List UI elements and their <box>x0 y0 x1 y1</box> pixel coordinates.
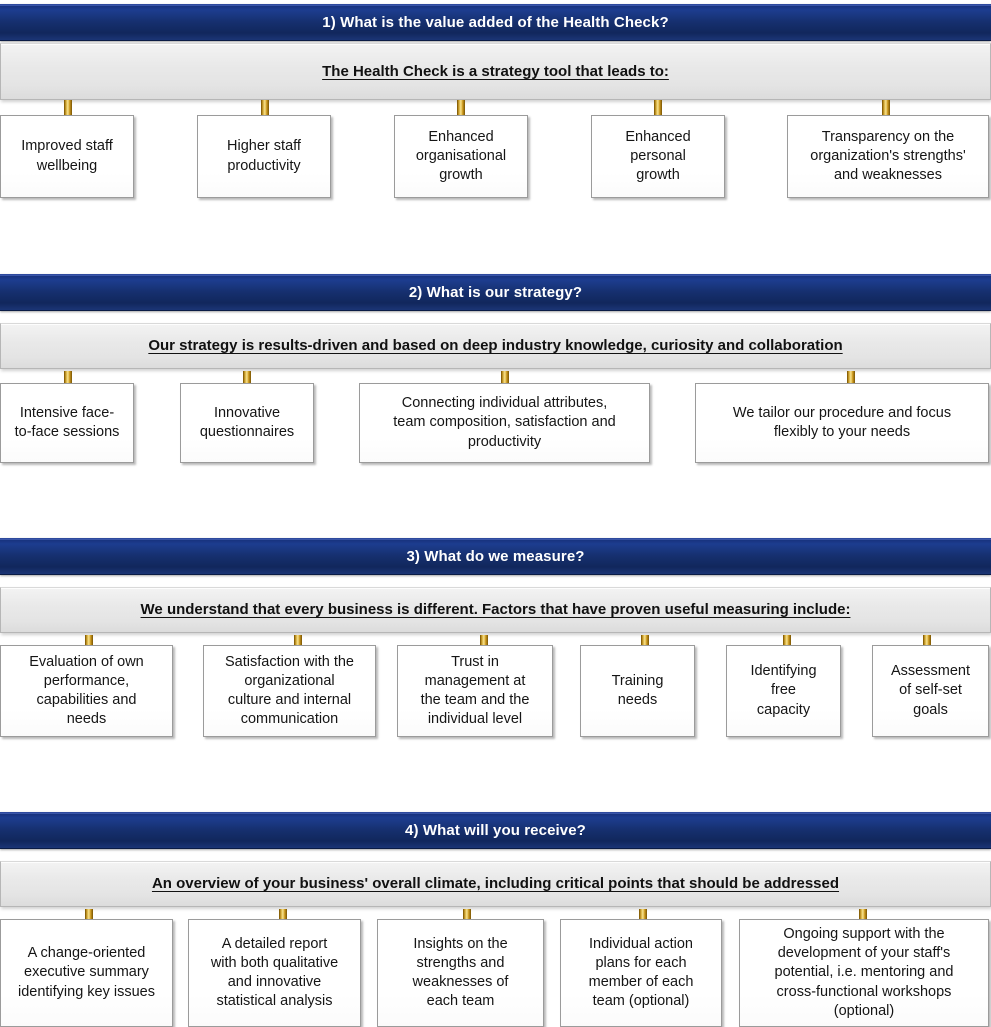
section-value-added: 1) What is the value added of the Health… <box>0 4 991 198</box>
measure-box[interactable]: Satisfaction with the organizational cul… <box>203 645 376 737</box>
measure-box-text: Satisfaction with the organizational cul… <box>225 653 354 728</box>
outcome-box-text: Improved staff wellbeing <box>21 138 113 174</box>
deliverable-box-text: A change-oriented executive summary iden… <box>17 945 155 1000</box>
strategy-box[interactable]: Innovative questionnaires <box>180 383 314 463</box>
section-4-subtitle-band: An overview of your business' overall cl… <box>0 861 991 907</box>
measure-box-text: Identifying free capacity <box>750 663 817 718</box>
section-receive: 4) What will you receive? An overview of… <box>0 812 991 1027</box>
measure-box[interactable]: Assessment of self-set goals <box>872 645 989 737</box>
measure-box-text: Evaluation of own performance, capabilit… <box>29 653 144 728</box>
deliverable-box-text: Ongoing support with the development of … <box>774 926 954 1019</box>
section-2-title: 2) What is our strategy? <box>408 284 583 301</box>
section-strategy: 2) What is our strategy? Our strategy is… <box>0 274 991 463</box>
measure-box[interactable]: Trust in management at the team and the … <box>397 645 553 737</box>
section-2-subtitle: Our strategy is results-driven and based… <box>148 337 843 355</box>
section-2-title-bar: 2) What is our strategy? <box>0 274 991 311</box>
deliverable-box-text: A detailed report with both qualitative … <box>210 935 339 1010</box>
measure-box-text: Trust in management at the team and the … <box>420 653 530 728</box>
section-4-subtitle: An overview of your business' overall cl… <box>151 875 840 893</box>
strategy-box[interactable]: We tailor our procedure and focus flexib… <box>695 383 989 463</box>
outcome-box[interactable]: Enhanced personal growth <box>591 115 725 198</box>
deliverable-box[interactable]: Insights on the strengths and weaknesses… <box>377 919 544 1027</box>
measure-box-text: Assessment of self-set goals <box>891 663 970 718</box>
deliverable-box[interactable]: A detailed report with both qualitative … <box>188 919 361 1027</box>
section-3-title: 3) What do we measure? <box>406 548 585 565</box>
strategy-box-text: Connecting individual attributes, team c… <box>393 395 616 450</box>
strategy-box[interactable]: Connecting individual attributes, team c… <box>359 383 650 463</box>
strategy-box-text: Innovative questionnaires <box>199 404 295 440</box>
outcome-box[interactable]: Improved staff wellbeing <box>0 115 134 198</box>
section-3-subtitle: We understand that every business is dif… <box>140 601 851 619</box>
deliverable-box-text: Individual action plans for each member … <box>588 935 694 1010</box>
measure-box[interactable]: Identifying free capacity <box>726 645 841 737</box>
section-3-subtitle-band: We understand that every business is dif… <box>0 587 991 633</box>
outcome-box[interactable]: Enhanced organisational growth <box>394 115 528 198</box>
section-1-subtitle-band: The Health Check is a strategy tool that… <box>0 43 991 100</box>
outcome-box-text: Enhanced personal growth <box>625 128 691 184</box>
section-2-subtitle-band: Our strategy is results-driven and based… <box>0 323 991 369</box>
measure-box[interactable]: Training needs <box>580 645 695 737</box>
outcome-box-text: Enhanced organisational growth <box>415 128 507 184</box>
measure-box[interactable]: Evaluation of own performance, capabilit… <box>0 645 173 737</box>
deliverable-box-text: Insights on the strengths and weaknesses… <box>412 935 509 1010</box>
deliverable-box[interactable]: Ongoing support with the development of … <box>739 919 989 1027</box>
strategy-box-text: We tailor our procedure and focus flexib… <box>732 404 952 440</box>
section-4-title: 4) What will you receive? <box>405 822 586 839</box>
section-4-title-bar: 4) What will you receive? <box>0 812 991 849</box>
strategy-box-text: Intensive face- to-face sessions <box>14 404 120 440</box>
outcome-box[interactable]: Transparency on the organization's stren… <box>787 115 989 198</box>
deliverable-box[interactable]: Individual action plans for each member … <box>560 919 722 1027</box>
section-1-title-bar: 1) What is the value added of the Health… <box>0 4 991 41</box>
outcome-box-text: Higher staff productivity <box>227 138 301 174</box>
outcome-box[interactable]: Higher staff productivity <box>197 115 331 198</box>
section-1-subtitle: The Health Check is a strategy tool that… <box>322 62 669 80</box>
section-measure: 3) What do we measure? We understand tha… <box>0 538 991 737</box>
outcome-box-text: Transparency on the organization's stren… <box>810 128 966 184</box>
deliverable-box[interactable]: A change-oriented executive summary iden… <box>0 919 173 1027</box>
section-3-title-bar: 3) What do we measure? <box>0 538 991 575</box>
section-1-title: 1) What is the value added of the Health… <box>322 14 669 31</box>
measure-box-text: Training needs <box>611 672 664 708</box>
strategy-box[interactable]: Intensive face- to-face sessions <box>0 383 134 463</box>
